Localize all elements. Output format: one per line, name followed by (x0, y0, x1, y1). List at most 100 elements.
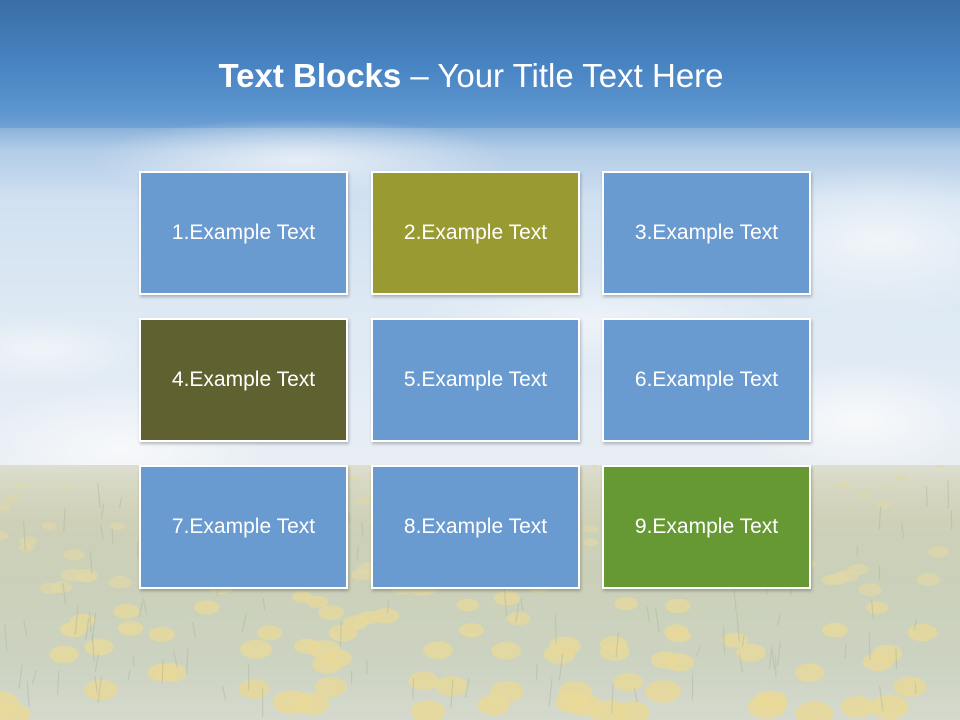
text-block-3[interactable]: 3.Example Text (602, 171, 811, 295)
dandelion-flower (0, 691, 19, 714)
grass-blade (94, 675, 98, 693)
dandelion-flower (18, 543, 35, 552)
grass-blade (191, 621, 197, 639)
dandelion-flower (840, 696, 875, 718)
dandelion-flower (794, 663, 825, 682)
grass-blade (132, 656, 135, 667)
grass-blade (23, 521, 26, 551)
grass-blade (111, 528, 114, 544)
grass-blade (776, 613, 782, 626)
dandelion-flower (84, 679, 118, 701)
dandelion-flower (858, 583, 882, 597)
dandelion-flower (256, 625, 283, 641)
dandelion-flower (664, 598, 691, 614)
grass-blade (450, 679, 454, 708)
grass-blade (100, 503, 105, 519)
text-block-label: 4.Example Text (171, 368, 316, 391)
dandelion-flower (14, 482, 26, 489)
dandelion-flower (148, 626, 175, 642)
text-block-label: 2.Example Text (403, 221, 548, 244)
dandelion-flower (0, 503, 11, 511)
dandelion-flower (355, 496, 371, 505)
dandelion-flower (614, 597, 638, 611)
dandelion-flower (872, 644, 903, 663)
dandelion-flower (747, 694, 786, 719)
grass-blade (554, 614, 557, 644)
grass-blade (771, 649, 776, 671)
grass-blade (361, 521, 364, 538)
dandelion-flower (848, 563, 869, 575)
grass-blade (56, 670, 60, 696)
grass-blade (172, 650, 178, 668)
grass-blade (348, 512, 351, 524)
text-block-8[interactable]: 8.Example Text (371, 465, 580, 589)
dandelion-flower (507, 612, 531, 626)
grass-blade (89, 550, 93, 574)
grass-blade (722, 626, 726, 655)
text-block-5[interactable]: 5.Example Text (371, 318, 580, 442)
text-block-label: 8.Example Text (403, 515, 548, 538)
grass-blade (879, 685, 884, 711)
grass-blade (520, 598, 524, 610)
dandelion-flower (294, 638, 321, 654)
grass-blade (127, 670, 131, 681)
title-dash: – (401, 57, 438, 94)
text-block-1[interactable]: 1.Example Text (139, 171, 348, 295)
dandelion-flower (600, 636, 628, 653)
grass-blade (118, 497, 123, 509)
dandelion-flower (108, 575, 132, 589)
text-block-9[interactable]: 9.Example Text (602, 465, 811, 589)
grass-blade (97, 482, 101, 509)
grass-blade (548, 678, 553, 707)
grass-blade (868, 632, 871, 661)
dandelion-flower (109, 522, 125, 530)
dandelion-flower (651, 651, 680, 669)
dandelion-flower (543, 645, 576, 664)
dandelion-flower (613, 672, 644, 692)
dandelion-flower (5, 495, 20, 502)
grass-blade (870, 599, 875, 620)
grass-blade (4, 624, 8, 651)
dandelion-flower (84, 638, 114, 656)
grass-blade (901, 523, 904, 538)
dandelion-flower (19, 536, 38, 546)
grass-blade (85, 618, 90, 641)
text-block-6[interactable]: 6.Example Text (602, 318, 811, 442)
grass-blade (611, 684, 614, 714)
grass-blade (736, 612, 740, 642)
grass-blade (221, 685, 227, 701)
dandelion-flower (822, 622, 848, 638)
text-block-7[interactable]: 7.Example Text (139, 465, 348, 589)
grass-blade (23, 620, 28, 637)
dandelion-flower (312, 655, 343, 674)
dandelion-flower (582, 525, 599, 533)
dandelion-flower (928, 546, 949, 557)
grass-blade (97, 676, 102, 704)
grass-blade (777, 641, 781, 667)
grass-blade (738, 654, 743, 673)
grass-blade (733, 590, 737, 612)
dandelion-flower (410, 700, 445, 720)
dandelion-flower (456, 598, 479, 612)
grass-blade (62, 583, 67, 606)
dandelion-flower (292, 591, 313, 603)
grass-blade (503, 586, 508, 616)
grass-blade (895, 648, 898, 670)
grass-blade (356, 547, 359, 561)
text-block-label: 7.Example Text (171, 515, 316, 538)
dandelion-flower (477, 694, 511, 716)
text-block-label: 9.Example Text (634, 515, 779, 538)
dandelion-flower (907, 624, 938, 642)
dandelion-flower (318, 605, 345, 620)
grass-blade (878, 506, 882, 531)
dandelion-flower (63, 549, 85, 561)
slide-title[interactable]: Text Blocks – Your Title Text Here (0, 54, 942, 98)
text-block-2[interactable]: 2.Example Text (371, 171, 580, 295)
dandelion-flower (240, 639, 272, 659)
text-block-4[interactable]: 4.Example Text (139, 318, 348, 442)
grass-blade (741, 634, 745, 648)
grass-blade (768, 645, 773, 670)
grass-blade (138, 601, 144, 618)
dandelion-flower (314, 677, 347, 697)
